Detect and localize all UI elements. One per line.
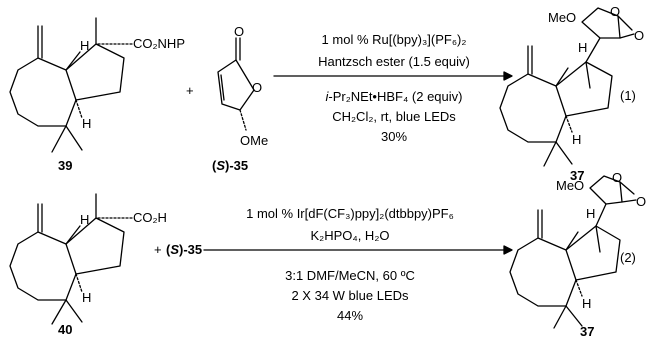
reactant-40-label: 40 [58,322,72,337]
product-37-ring-o-1: O [610,4,620,19]
product-37-h-bottom-1: H [572,132,581,147]
partner-35-ome: OMe [240,133,268,148]
conditions-1-solvent: CH₂Cl₂, rt, blue LEDs [332,109,456,124]
product-37-oxo-2: O [636,194,646,209]
product-37-h-top-1: H [578,40,587,55]
product-37-meo-2: MeO [556,178,584,193]
plus-1: + [186,83,194,98]
product-37-h-bottom-2: H [582,296,591,311]
product-37-label-1: 37 [570,168,584,183]
reactant-39-group: CO₂NHP [133,36,185,51]
reactant-39-h1: H [80,38,89,53]
reactant-40-group: CO₂H [133,210,167,225]
equation-number-2: (2) [620,250,636,265]
compound-40-structure [9,193,133,325]
product-37-structure-2 [509,175,637,329]
yield-1: 30% [381,129,407,144]
equation-number-1: (1) [620,88,636,103]
conditions-2-solvent: 3:1 DMF/MeCN, 60 ºC [285,268,415,283]
partner-35-ring-o: O [252,80,262,95]
conditions-1-additive: i-Pr₂NEt•HBF₄ (2 equiv) [326,89,463,104]
product-37-h-top-2: H [586,206,595,221]
product-37-oxo-1: O [634,28,644,43]
product-37-ring-o-2: O [612,170,622,185]
partner-35-label: (S)-35 [212,158,248,173]
product-37-meo-1: MeO [548,10,576,25]
product-37-structure-1 [499,7,635,167]
conditions-1-catalyst: 1 mol % Ru[(bpy)₃](PF₆)₂ [322,32,467,47]
conditions-2-catalyst: 1 mol % Ir[dF(CF₃)ppy]₂(dtbbpy)PF₆ [246,206,454,221]
compound-35-structure [217,37,255,131]
conditions-1-reductant: Hantzsch ester (1.5 equiv) [318,54,470,69]
yield-2: 44% [337,308,363,323]
plus-2: + [154,242,162,257]
reactant-40-h1: H [80,212,89,227]
reaction-arrow-1-head [503,71,513,81]
conditions-2-base: K₂HPO₄, H₂O [311,228,390,243]
partner-35-oxo: O [234,24,244,39]
product-37-label-2: 37 [580,324,594,339]
reactant-39-h2: H [82,116,91,131]
conditions-2-light: 2 X 34 W blue LEDs [291,288,409,303]
reaction-arrow-2-head [503,245,513,255]
reactant-40-h2: H [82,290,91,305]
reaction-1: CO₂NHP H H 39 + O O OMe (S)-35 1 mol % R… [9,4,644,183]
compound-39-structure [9,17,133,153]
partner-35-label-2: (S)-35 [166,242,202,257]
reactant-39-label: 39 [58,158,72,173]
reaction-2: CO₂H H H 40 + (S)-35 1 mol % Ir[dF(CF₃)p… [9,170,646,339]
